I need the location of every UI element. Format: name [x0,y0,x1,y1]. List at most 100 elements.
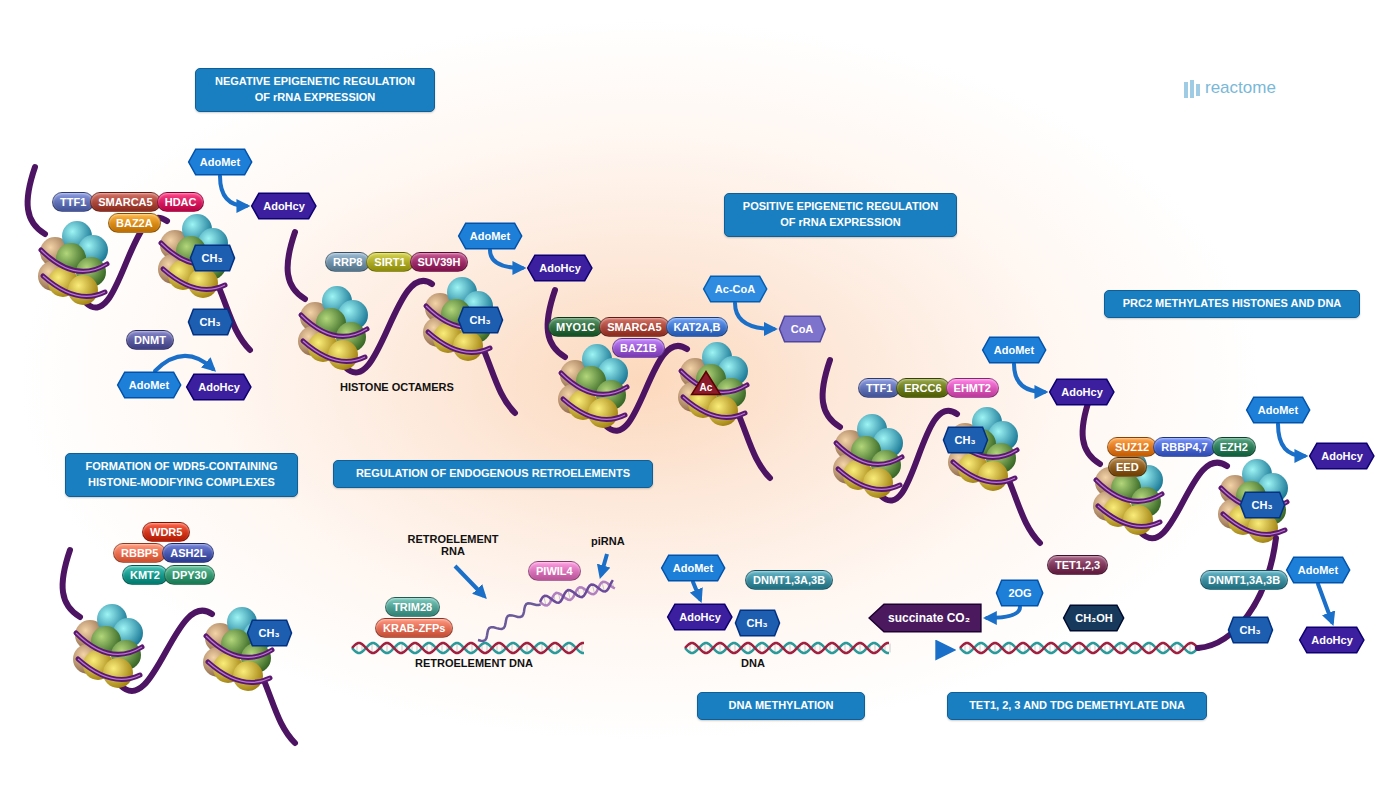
shape-fill [190,245,234,270]
helix-rung [457,643,458,653]
molecule-hexagon: AdoHcy [186,374,252,400]
node-label: CH₂OH [1075,612,1112,624]
molecule-hexagon: CH₃ [458,307,503,333]
node-label: AdoHcy [1061,386,1103,398]
dna-wrap [838,469,900,489]
dna-strand [288,232,305,299]
reaction-arrow [735,303,774,329]
dna-wrap-highlight [836,443,902,464]
node-label: CH₃ [1240,624,1261,636]
dna-wrap [428,332,490,352]
histone-sphere [233,661,263,691]
helix-rung [890,643,891,652]
reaction-arrow [155,356,213,371]
molecule-hexagon: CH₃ [190,245,235,271]
node-label: HDAC [165,196,197,208]
node-label: ERCC6 [904,382,941,394]
text-label: piRNA [591,535,625,547]
reaction-arrow [987,607,1020,618]
node-label: AdoHcy [679,611,721,623]
shape-fill [1064,605,1124,630]
node-label: RBBP5 [121,547,158,559]
protein-pill: DNMT1,3A,3B [745,570,833,590]
section-title: REGULATION OF ENDOGENOUS RETROELEMENTS [333,460,653,488]
shape-fill [1286,557,1349,582]
shape-fill [188,309,232,334]
histone-sphere [1123,505,1153,535]
protein-pill: KAT2A,B [666,317,729,337]
protein-pill: HDAC [157,192,205,212]
protein-pill: SUZ12 [1107,437,1157,457]
molecule-hexagon: Ac-CoA [703,276,767,302]
dna-wrap [78,659,140,679]
node-label: EHMT2 [954,382,991,394]
molecule-hexagon: CH₃ [735,610,780,636]
dna-strand [28,167,45,234]
node-label: AdoHcy [539,262,581,274]
dna-wrap-highlight [838,469,900,489]
node-label: TET1, 2, 3 AND TDG DEMETHYLATE DNA [969,698,1185,714]
dna-wrap [953,462,1015,482]
molecule-hexagon: 2OG [996,580,1043,606]
node-label: AdoMet [470,230,510,242]
node-label: POSITIVE EPIGENETIC REGULATION OF rRNA E… [735,199,946,231]
leader-arrow [455,566,484,596]
histone-sphere [103,658,133,688]
node-label: KAT2A,B [674,321,721,333]
node-label: BAZ1B [620,342,657,354]
node-label: CH₃ [470,314,491,326]
dna-strand [740,418,770,478]
node-label: RBBP4,7 [1161,441,1207,453]
node-label: TTF1 [60,196,86,208]
dna-strand [485,353,515,413]
section-title: NEGATIVE EPIGENETIC REGULATION OF rRNA E… [195,68,435,112]
molecule-hexagon: CH₃ [943,427,988,453]
node-label: DNMT [134,334,166,346]
shape-fill [1050,379,1114,404]
histone-sphere [588,398,618,428]
shape-fill [187,374,251,399]
text-label: HISTONE OCTAMERS [340,381,454,393]
shape-fill [247,620,291,645]
section-title: DNA METHYLATION [697,692,865,720]
node-label: 2OG [1008,587,1031,599]
protein-pill: TTF1 [858,378,900,398]
text-label: RETROELEMENT DNA [415,657,533,669]
helix-rung [1065,643,1066,653]
shape-fill [692,371,721,394]
dna-strand [63,550,80,617]
shape-fill [117,372,180,397]
shape-fill [1310,443,1374,468]
shape-fill [668,604,732,629]
molecule-hexagon: CH₃ [188,309,233,335]
shape-fill [869,604,981,631]
helix-strand [685,643,889,653]
node-label: REGULATION OF ENDOGENOUS RETROELEMENTS [356,466,630,482]
shape-fill [982,337,1045,362]
helix-strand [540,582,615,606]
dna-wrap [1098,506,1160,526]
dna-wrap-highlight [208,662,270,682]
text-label: reactome [1205,78,1276,98]
protein-pill: RBBP5 [113,543,166,563]
dna-wrap-highlight [43,276,105,296]
dna-wrap-highlight [163,269,225,289]
histone-sphere [708,396,738,426]
node-label: TRIM28 [393,601,432,613]
helix-rung [995,643,996,653]
molecule-hexagon: AdoMet [117,372,181,398]
helix-strand [960,643,1200,653]
shape-fill [779,316,825,341]
node-label: BAZ2A [116,217,153,229]
histone-sphere [68,275,98,305]
dna-wrap-highlight [1096,480,1162,501]
dna-wrap [301,315,367,336]
node-label: DNMT1,3A,3B [753,574,825,586]
protein-pill: DPY30 [164,565,215,585]
node-label: CH₃ [955,434,976,446]
dna-wrap-highlight [41,250,107,271]
protein-pill: MYO1C [548,317,603,337]
shape-fill [661,555,724,580]
helix-rung [790,643,791,653]
helix-rung [527,643,528,653]
